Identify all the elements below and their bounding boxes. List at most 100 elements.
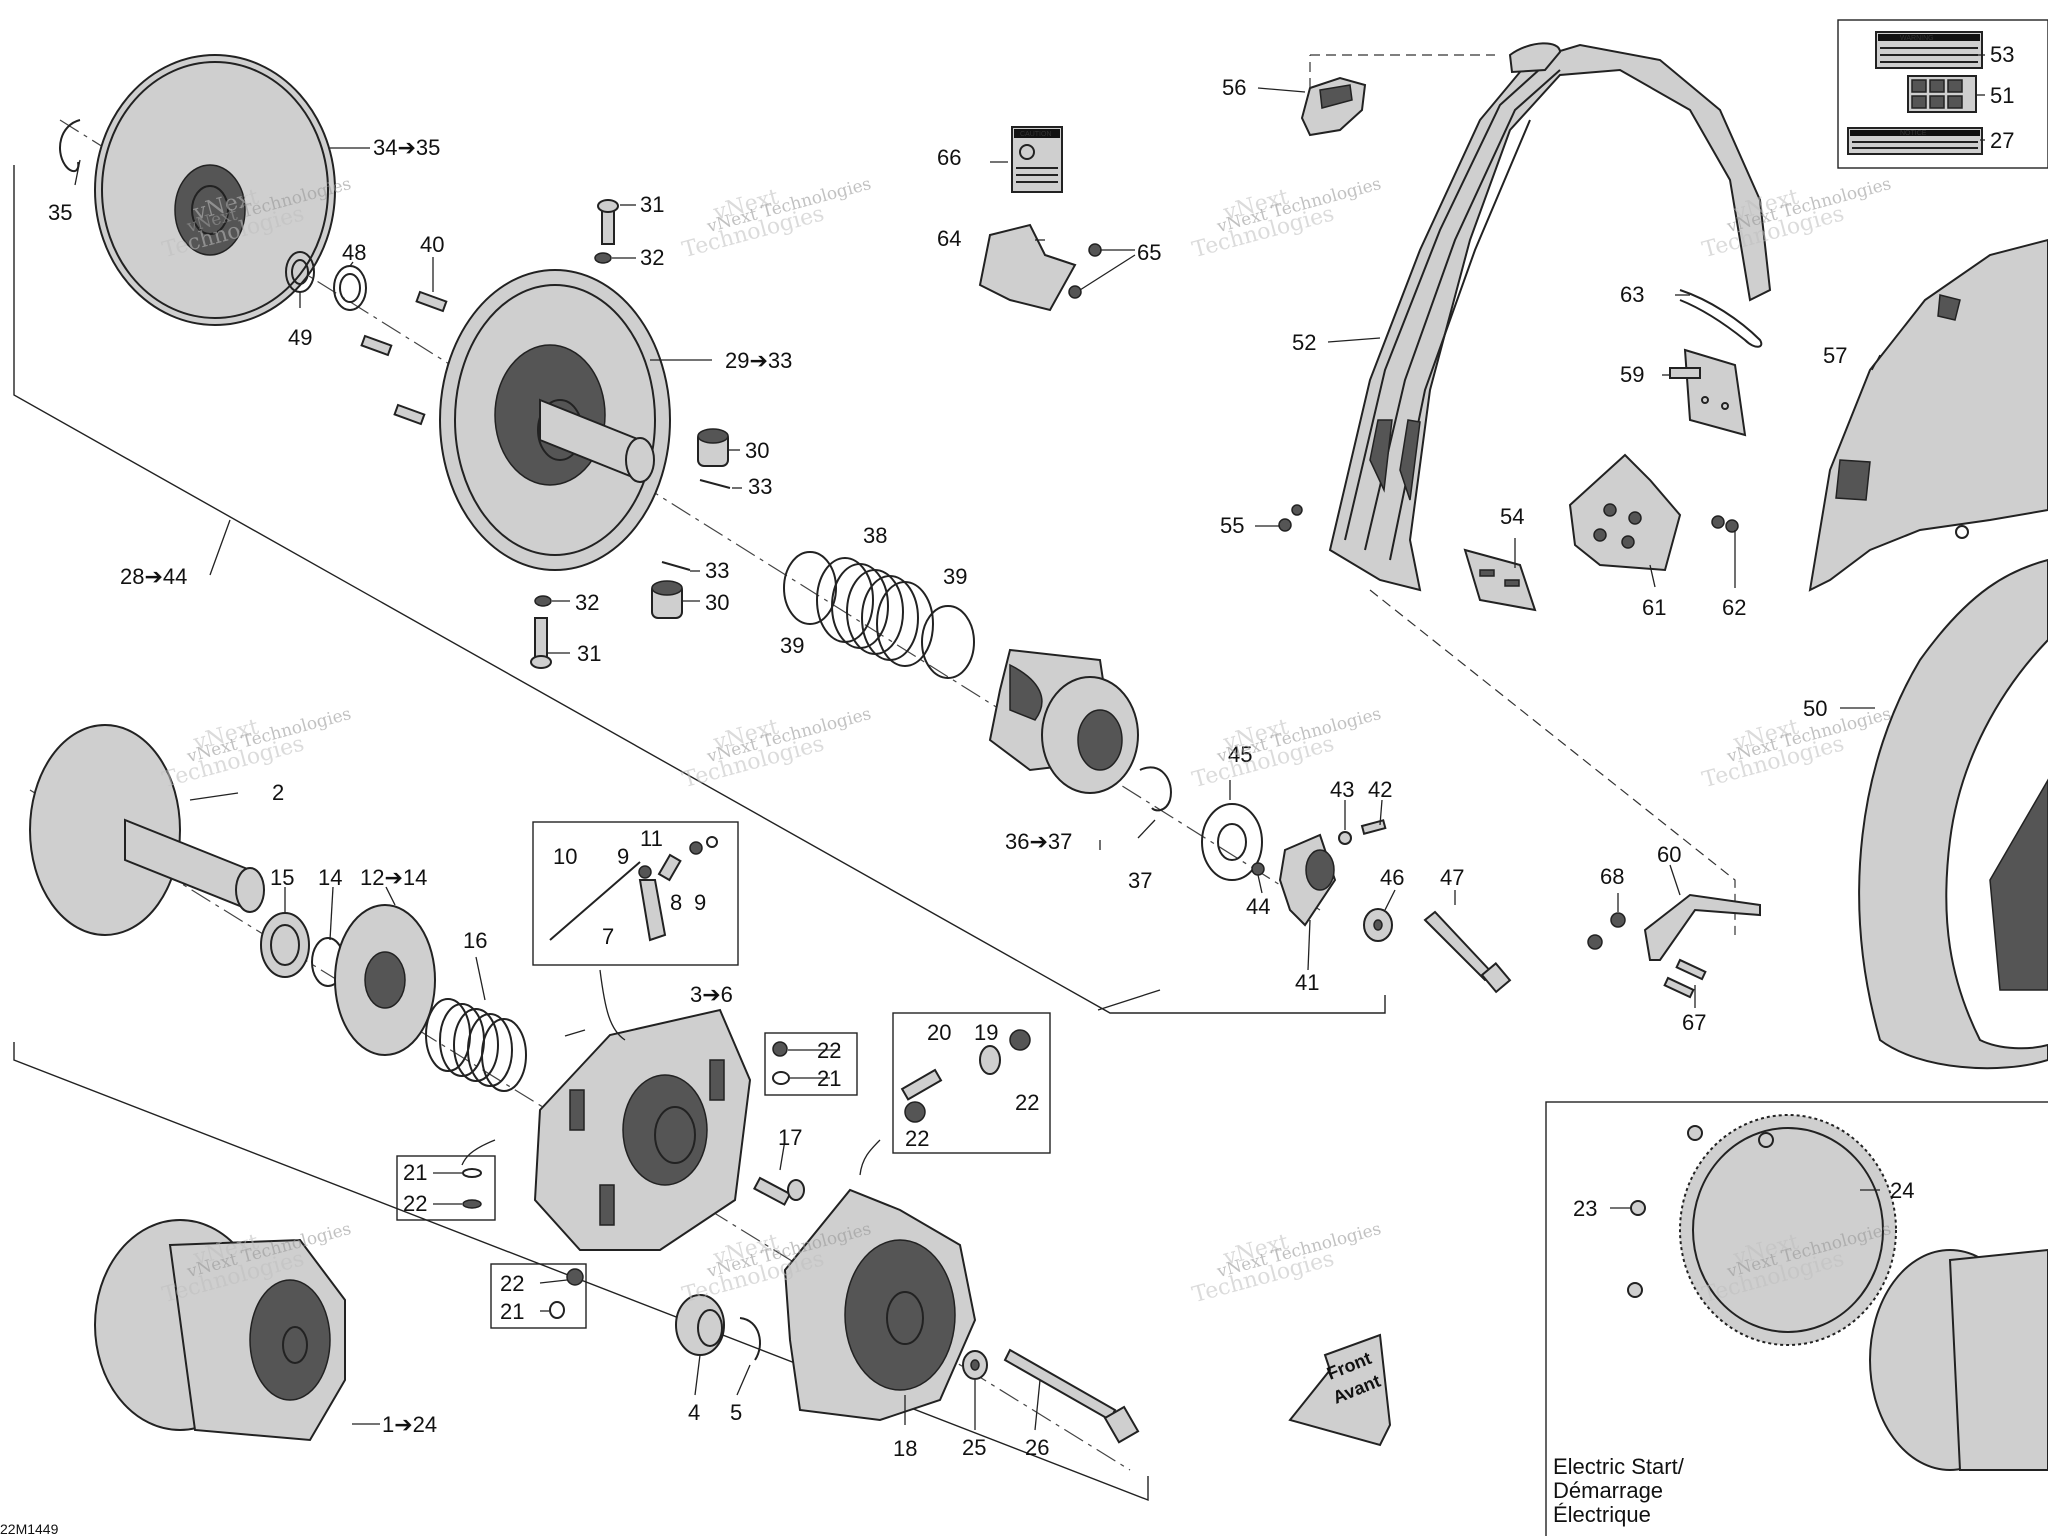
label-53: 53 bbox=[1990, 42, 2014, 67]
label-64: 64 bbox=[937, 226, 961, 251]
label-5: 5 bbox=[730, 1400, 742, 1425]
label-36-37: 36➔37 bbox=[1005, 829, 1072, 854]
leader-lines bbox=[74, 54, 1985, 1431]
circlip-37 bbox=[1139, 766, 1172, 812]
washer-39-right bbox=[921, 605, 975, 679]
label-22-box-top: 22 bbox=[817, 1038, 841, 1063]
washer-46 bbox=[1363, 908, 1393, 942]
electric-start-inset: Electric Start/ Démarrage Électrique bbox=[1545, 1101, 2048, 1536]
drive-belt-50 bbox=[1858, 558, 2048, 1070]
svg-text:Électrique: Électrique bbox=[1553, 1502, 1651, 1527]
label-59: 59 bbox=[1620, 362, 1644, 387]
movable-half-3 bbox=[533, 1008, 752, 1251]
bushing-4 bbox=[675, 1294, 725, 1356]
label-42: 42 bbox=[1368, 777, 1392, 802]
label-32-top: 32 bbox=[640, 245, 664, 270]
svg-text:CAUTION: CAUTION bbox=[1020, 131, 1052, 138]
label-16: 16 bbox=[463, 928, 487, 953]
label-21-box-bottom: 21 bbox=[500, 1299, 524, 1324]
label-55: 55 bbox=[1220, 513, 1244, 538]
label-39-right: 39 bbox=[943, 564, 967, 589]
shoulder-bolt-31-top bbox=[597, 199, 619, 245]
label-31-bottom: 31 bbox=[577, 641, 601, 666]
label-60: 60 bbox=[1657, 842, 1681, 867]
cam-36 bbox=[988, 648, 1139, 794]
label-9-left: 9 bbox=[617, 844, 629, 869]
label-57: 57 bbox=[1823, 343, 1847, 368]
washer-43 bbox=[1338, 831, 1352, 845]
guard-panel-57 bbox=[1808, 238, 2048, 592]
label-32-bottom: 32 bbox=[575, 590, 599, 615]
cotter-pin-63 bbox=[1679, 289, 1763, 348]
svg-text:Electric Start/: Electric Start/ bbox=[1553, 1454, 1685, 1479]
label-35: 35 bbox=[48, 200, 72, 225]
screw-62 bbox=[1711, 515, 1739, 533]
label-51: 51 bbox=[1990, 83, 2014, 108]
label-18: 18 bbox=[893, 1436, 917, 1461]
label-52: 52 bbox=[1292, 330, 1316, 355]
label-8: 8 bbox=[670, 890, 682, 915]
bolt-47 bbox=[1423, 910, 1512, 994]
bushing-15 bbox=[260, 912, 310, 978]
nut-55 bbox=[1278, 504, 1303, 532]
label-22-roller-right: 22 bbox=[1015, 1090, 1039, 1115]
label-43: 43 bbox=[1330, 777, 1354, 802]
washer-32-top bbox=[594, 252, 612, 264]
decals-box: WARNING NOTICE bbox=[1837, 19, 2048, 169]
label-19: 19 bbox=[974, 1020, 998, 1045]
label-11: 11 bbox=[640, 826, 663, 851]
nut-65 bbox=[1068, 243, 1102, 299]
label-39-left: 39 bbox=[780, 633, 804, 658]
drawing-number: 22M1449 bbox=[0, 1521, 59, 1536]
bracket-60 bbox=[1643, 893, 1761, 961]
label-12-14: 12➔14 bbox=[360, 865, 427, 890]
sliding-sheave bbox=[439, 269, 671, 571]
label-17: 17 bbox=[778, 1125, 802, 1150]
label-15: 15 bbox=[270, 865, 294, 890]
label-56: 56 bbox=[1222, 75, 1246, 100]
label-24: 24 bbox=[1890, 1178, 1914, 1203]
bolt-26 bbox=[1003, 1348, 1140, 1444]
label-50: 50 bbox=[1803, 696, 1827, 721]
caution-decal-66: CAUTION bbox=[1011, 126, 1063, 193]
svg-text:Démarrage: Démarrage bbox=[1553, 1478, 1663, 1503]
handle-56 bbox=[1300, 76, 1367, 137]
nut-68 bbox=[1587, 912, 1626, 950]
label-10: 10 bbox=[553, 844, 577, 869]
part-labels: 35 34➔35 49 48 40 31 32 29➔33 30 33 28➔4… bbox=[48, 42, 2014, 1461]
screw-17 bbox=[753, 1176, 805, 1206]
label-62: 62 bbox=[1722, 595, 1746, 620]
label-61: 61 bbox=[1642, 595, 1666, 620]
label-30-bottom: 30 bbox=[705, 590, 729, 615]
bolt-67 bbox=[1663, 958, 1707, 999]
label-3-6: 3➔6 bbox=[690, 982, 733, 1007]
label-46: 46 bbox=[1380, 865, 1404, 890]
label-37: 37 bbox=[1128, 868, 1152, 893]
label-21-box-left: 21 bbox=[403, 1160, 427, 1185]
label-30-top: 30 bbox=[745, 438, 769, 463]
label-2: 2 bbox=[272, 780, 284, 805]
fixed-half-2 bbox=[29, 724, 265, 936]
label-44: 44 bbox=[1246, 894, 1270, 919]
drive-pulley-assembly-1 bbox=[94, 1219, 346, 1442]
label-27: 27 bbox=[1990, 128, 2014, 153]
label-63: 63 bbox=[1620, 282, 1644, 307]
label-41: 41 bbox=[1295, 970, 1319, 995]
label-22-box-left: 22 bbox=[403, 1191, 427, 1216]
label-33-top: 33 bbox=[748, 474, 772, 499]
label-21-box-top: 21 bbox=[817, 1066, 841, 1091]
label-66: 66 bbox=[937, 145, 961, 170]
washer-25 bbox=[962, 1350, 988, 1380]
label-7: 7 bbox=[602, 924, 614, 949]
nut-44 bbox=[1251, 862, 1265, 876]
small-box-22-21-top bbox=[764, 1032, 858, 1096]
label-38: 38 bbox=[863, 523, 887, 548]
label-1-24: 1➔24 bbox=[382, 1412, 437, 1437]
label-25: 25 bbox=[962, 1435, 986, 1460]
slider-30-lower bbox=[651, 580, 683, 619]
spider-18 bbox=[783, 1188, 977, 1422]
small-box-22-21-bottom bbox=[490, 1263, 587, 1329]
slider-30-upper bbox=[697, 428, 729, 467]
bracket-41 bbox=[1278, 833, 1337, 927]
